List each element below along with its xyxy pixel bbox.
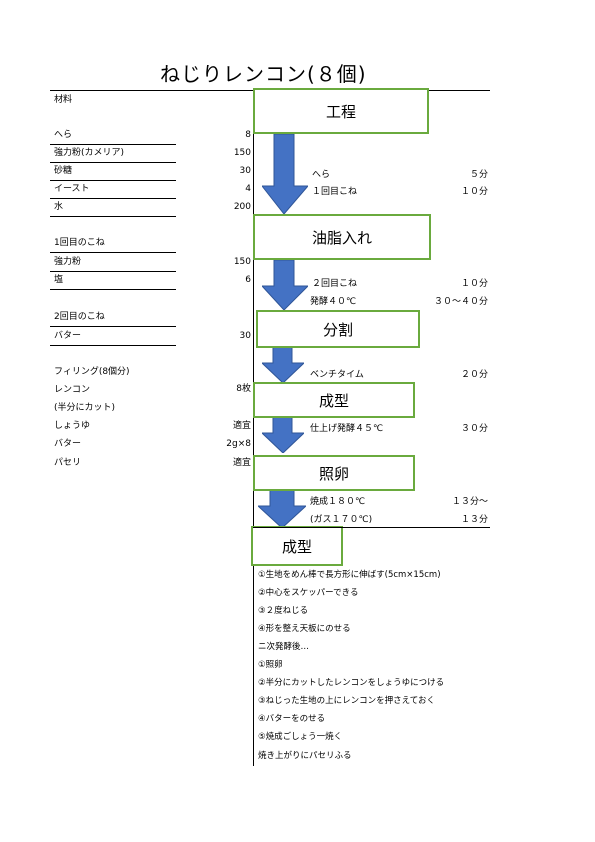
process-step-label: 照卵 xyxy=(318,464,349,483)
row-divider xyxy=(50,216,176,217)
ingredient-amount: 30 xyxy=(239,166,251,176)
process-note-label: １回目こね xyxy=(312,187,358,197)
process-step-label: 成型 xyxy=(318,391,349,410)
ingredient-amount: 150 xyxy=(233,257,251,267)
process-step-label: 分割 xyxy=(322,320,353,339)
ingredient-amount: 適宜 xyxy=(232,421,251,431)
process-note-value: ３０分 xyxy=(460,424,488,434)
group-label: フィリング(8個分) xyxy=(54,367,130,377)
ingredient-name: パセリ xyxy=(54,458,82,468)
ingredient-name: 水 xyxy=(54,202,64,212)
shaping-step: ③２度ねじる xyxy=(258,606,309,616)
ingredient-name: へら xyxy=(54,130,73,140)
shaping-step: ④バターをのせる xyxy=(258,714,326,724)
process-step-box: 照卵 xyxy=(253,455,415,491)
row-divider xyxy=(50,345,176,346)
shaping-step: ②半分にカットしたレンコンをしょうゆにつける xyxy=(258,678,445,688)
process-note-label: 発酵４０℃ xyxy=(310,297,357,307)
shaping-step: ③ねじった生地の上にレンコンを押さえておく xyxy=(258,696,435,706)
process-note-value: ２０分 xyxy=(460,370,488,380)
shaping-step: ④形を整え天板にのせる xyxy=(258,624,351,634)
ingredient-name: レンコン xyxy=(54,385,91,395)
row-divider xyxy=(50,271,176,272)
down-arrow-icon xyxy=(262,347,304,383)
process-note-value: １０分 xyxy=(460,187,488,197)
ingredient-amount: 8枚 xyxy=(236,384,251,394)
row-divider xyxy=(50,326,176,327)
ingredient-name: イースト xyxy=(54,184,90,194)
shaping-step: ①照卵 xyxy=(258,660,283,670)
ingredient-amount: 4 xyxy=(245,184,251,194)
ingredient-amount: 6 xyxy=(245,275,251,285)
ingredient-name: 強力粉 xyxy=(54,257,82,267)
process-step-box: 成型 xyxy=(253,382,415,418)
row-divider xyxy=(50,180,176,181)
ingredient-amount: 200 xyxy=(233,202,251,212)
process-note-label: ２回目こね xyxy=(312,279,358,289)
group-label: 2回目のこね xyxy=(54,312,105,322)
down-arrow-icon xyxy=(262,417,304,453)
ingredient-name: バター xyxy=(54,439,82,449)
shaping-step: ⑤焼成ごしょう一焼く xyxy=(258,732,343,742)
process-note-value: １３分～ xyxy=(451,497,488,507)
ingredient-name: 塩 xyxy=(54,275,64,285)
ingredient-name: バター xyxy=(54,331,82,341)
ingredient-amount: 2g×8 xyxy=(226,439,251,449)
process-note-value: １０分 xyxy=(460,279,488,289)
process-step-box: 分割 xyxy=(256,310,420,348)
shaping-step: ニ次発酵後… xyxy=(258,642,310,652)
process-step-label: 油脂入れ xyxy=(311,228,372,247)
row-divider xyxy=(50,162,176,163)
shaping-step: ②中心をスケッパーできる xyxy=(258,588,359,598)
row-divider xyxy=(50,252,176,253)
shaping-step: 焼き上がりにパセリふる xyxy=(258,751,352,761)
process-note-value: ３０～４０分 xyxy=(433,297,488,307)
process-note-value: １３分 xyxy=(460,515,488,525)
shaping-step: ①生地をめん棒で長方形に伸ばす(5cm×15cm) xyxy=(258,570,441,580)
group-label: 1回目のこね xyxy=(54,238,105,248)
row-divider xyxy=(50,289,176,290)
ingredient-amount: 適宜 xyxy=(232,458,251,468)
process-vertical-line xyxy=(253,90,254,766)
process-header-box: 工程 xyxy=(253,88,429,134)
page-title: ねじりレンコン(８個) xyxy=(160,62,367,86)
ingredient-name: しょうゆ xyxy=(54,421,91,431)
process-note-value: ５分 xyxy=(469,170,488,180)
row-divider xyxy=(50,144,176,145)
process-note-label: (ガス１７０℃) xyxy=(310,515,373,525)
down-arrow-icon xyxy=(258,490,306,528)
process-header: 工程 xyxy=(325,102,356,121)
process-divider xyxy=(253,527,490,528)
down-arrow-icon xyxy=(262,134,308,214)
ingredients-header: 材料 xyxy=(54,95,73,105)
ingredient-amount: 30 xyxy=(239,331,251,341)
process-step-box: 油脂入れ xyxy=(253,214,431,260)
row-divider xyxy=(50,198,176,199)
process-note-label: 仕上げ発酵４５℃ xyxy=(310,424,384,434)
ingredient-amount: 8 xyxy=(245,130,251,140)
ingredient-name: 砂糖 xyxy=(54,166,73,176)
ingredient-name: 強力粉(カメリア) xyxy=(54,148,125,158)
ingredient-amount: 150 xyxy=(233,148,251,158)
process-note-label: 焼成１８０℃ xyxy=(310,497,366,507)
process-step-box: 成型 xyxy=(251,526,343,566)
process-note-label: ベンチタイム xyxy=(310,370,364,380)
process-step-label: 成型 xyxy=(281,537,312,556)
process-note-label: へら xyxy=(312,170,331,180)
ingredient-name: (半分にカット) xyxy=(54,403,116,413)
down-arrow-icon xyxy=(262,260,308,310)
